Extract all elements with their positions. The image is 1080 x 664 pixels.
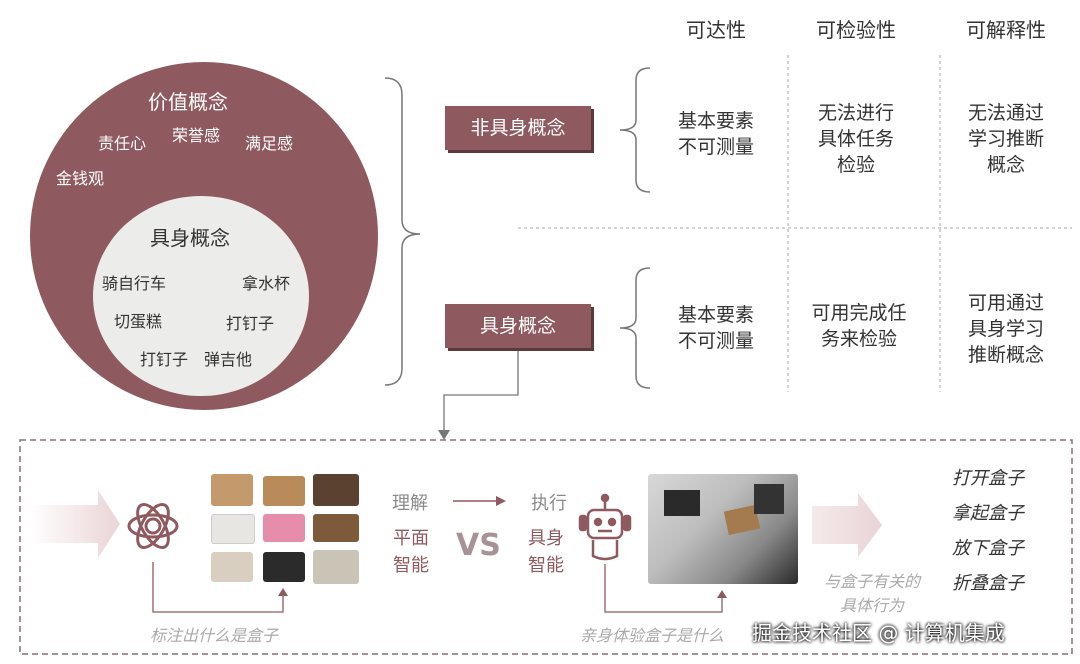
inner-item: 打钉子 (226, 314, 275, 333)
cell-non-embodied-reachability: 基本要素 不可测量 (677, 110, 754, 158)
cell-embodied-interpretability: 可用通过 具身学习 推断概念 (967, 292, 1044, 366)
cell-non-embodied-verifiability: 无法进行 具体任务 检验 (817, 102, 894, 176)
execute-label: 执行 (531, 493, 567, 514)
action-item: 折叠盒子 (952, 573, 1024, 594)
action-item: 拿起盒子 (952, 503, 1024, 524)
inner-circle-title: 具身概念 (150, 226, 230, 250)
cell-non-embodied-interpretability: 无法通过 学习推断 概念 (967, 102, 1044, 176)
column-header-interpretability: 可解释性 (966, 18, 1046, 42)
action-item: 打开盒子 (952, 468, 1024, 489)
outer-item: 荣誉感 (172, 126, 221, 145)
vs-label: VS (456, 528, 501, 563)
cell-embodied-reachability: 基本要素 不可测量 (677, 304, 754, 352)
embodied-concept-box: 具身概念 (445, 304, 591, 348)
inner-item: 拿水杯 (242, 274, 291, 293)
inner-item: 打钉子 (140, 350, 189, 369)
planar-intelligence-line1: 平面 (393, 528, 429, 549)
embodied-intelligence-line1: 具身 (528, 528, 564, 549)
inner-item: 切蛋糕 (114, 312, 163, 331)
action-item: 放下盒子 (952, 538, 1024, 559)
watermark: 掘金技术社区 @ 计算机集成 (752, 621, 1005, 645)
planar-intelligence-line2: 智能 (393, 555, 429, 576)
brace-non-embodied (619, 67, 651, 193)
left-gradient-arrow (30, 490, 120, 558)
outer-item: 金钱观 (56, 169, 105, 188)
box-image-grid (205, 470, 365, 588)
openai-logo-icon (127, 503, 179, 549)
non-embodied-concept-box: 非具身概念 (445, 106, 591, 150)
understand-label: 理解 (392, 493, 428, 514)
box-behavior-caption: 与盒子有关的 具体行为 (823, 572, 920, 615)
column-header-verifiability: 可检验性 (816, 18, 896, 42)
experience-caption: 亲身体验盒子是什么 (580, 626, 725, 645)
connector-arrow (443, 348, 519, 432)
inner-item: 骑自行车 (102, 274, 167, 293)
embodied-intelligence-line2: 智能 (528, 555, 564, 576)
column-header-reachability: 可达性 (686, 18, 746, 42)
cell-embodied-verifiability: 可用完成任 务来检验 (811, 302, 907, 350)
outer-circle-title: 价值概念 (148, 90, 228, 114)
right-gradient-arrow (812, 493, 882, 557)
annotate-caption: 标注出什么是盒子 (150, 626, 279, 645)
embodied-concept-circle (93, 196, 309, 396)
main-brace (384, 77, 421, 386)
action-list: 打开盒子 拿起盒子 放下盒子 折叠盒子 (952, 464, 1024, 604)
robot-icon (578, 493, 632, 561)
brace-embodied (619, 267, 651, 389)
inner-item: 弹吉他 (204, 350, 253, 369)
robot-box-photo (648, 474, 798, 584)
bottom-panel-border (19, 439, 1073, 655)
outer-item: 责任心 (98, 134, 147, 153)
outer-item: 满足感 (245, 134, 294, 153)
